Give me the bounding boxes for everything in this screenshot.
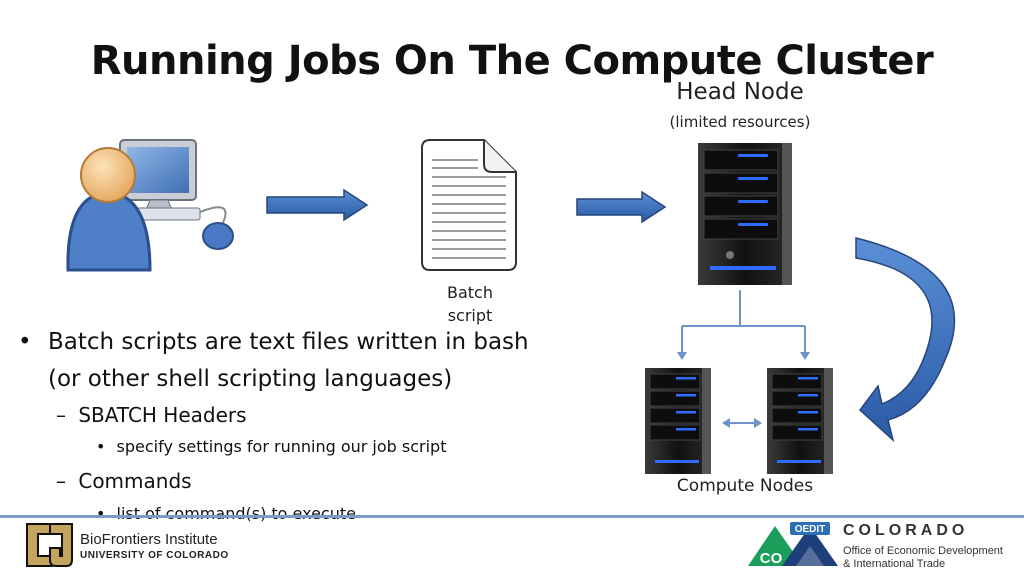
connector-lines [681,290,806,355]
dash-marker: – [56,469,66,493]
footer-divider [0,515,1024,518]
bullet-sub2-detail: • list of command(s) to execute [96,504,356,523]
compute-nodes-label: Compute Nodes [676,476,814,496]
arrow-right-icon [576,190,667,224]
co-badge-text: CO [760,550,783,567]
oedit-name-line2: & International Trade [843,558,946,570]
oedit-logo-icon: OEDIT CO [748,522,838,567]
cu-institute-name: BioFrontiers Institute [80,531,218,548]
slide-title: Running Jobs On The Compute Cluster [90,38,934,84]
user-computer-icon [66,139,234,272]
oedit-badge-text: OEDIT [795,524,826,535]
colorado-wordmark: COLORADO [843,522,969,539]
double-arrow-icon [722,418,762,428]
cu-logo-icon [25,522,73,567]
batch-label-line1: Batch [447,283,493,302]
bullet-sub1: – SBATCH Headers [56,403,247,427]
bullet-dot: • [96,437,106,456]
bullet-main-line2: (or other shell scripting languages) [48,366,453,392]
compute-server-icon [767,368,833,474]
bullet-dot: • [18,329,32,355]
bullet-sub2: – Commands [56,469,192,493]
bullet-sub1-text: SBATCH Headers [78,403,247,427]
cu-university-name: UNIVERSITY OF COLORADO [80,550,229,561]
head-node-label: Head Node [676,79,804,105]
compute-server-icon [645,368,711,474]
head-node-sublabel: (limited resources) [669,113,811,131]
bullet-sub1-detail-text: specify settings for running our job scr… [116,437,447,456]
document-icon [421,139,517,271]
arrow-right-icon [266,188,369,222]
head-server-icon [698,143,792,285]
bullet-sub2-detail-text: list of command(s) to execute [116,504,356,523]
dash-marker: – [56,403,66,427]
curved-arrow-icon [855,237,956,443]
batch-script-label: Batch script [430,281,510,327]
batch-label-line2: script [447,306,493,325]
bullet-sub1-detail: • specify settings for running our job s… [96,437,446,456]
bullet-dot: • [96,504,106,523]
oedit-name-line1: Office of Economic Development [843,545,1003,557]
bullet-sub2-text: Commands [78,469,192,493]
